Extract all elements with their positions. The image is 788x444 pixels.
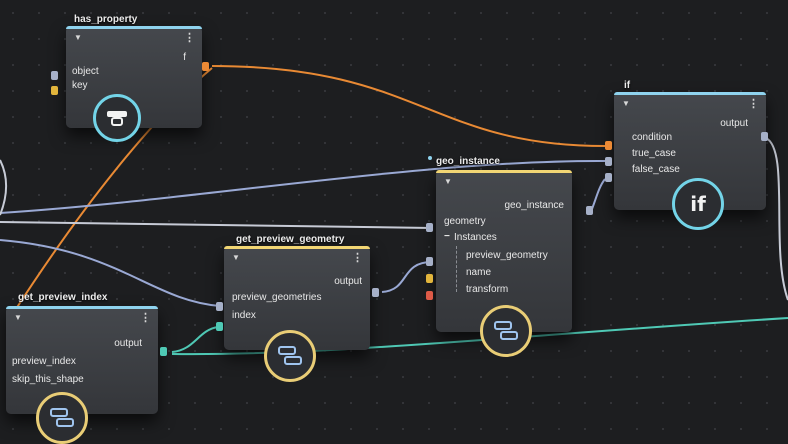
input-port-true-case[interactable] <box>605 157 612 166</box>
input-port-index[interactable] <box>216 322 223 331</box>
output-port-if-output[interactable] <box>761 132 768 141</box>
if-icon: if <box>690 192 706 216</box>
input-port-key[interactable] <box>51 86 58 95</box>
wire-found-to-condition[interactable] <box>211 65 606 147</box>
output-label-output: output <box>720 118 748 129</box>
input-port-preview-geometries[interactable] <box>216 302 223 311</box>
list-badge <box>264 330 316 382</box>
output-label-geo-instance: geo_instance <box>504 200 565 211</box>
node-title-get-preview-geometry: get_preview_geometry <box>236 234 345 245</box>
input-port-name[interactable] <box>426 274 433 283</box>
input-port-condition[interactable] <box>605 141 612 150</box>
collapse-triangle-icon[interactable]: ▼ <box>622 99 630 108</box>
input-label-key: key <box>72 80 88 91</box>
input-label-index: index <box>232 310 256 321</box>
node-menu-icon[interactable]: ⋮ <box>748 98 759 110</box>
wire-left-exit[interactable] <box>0 159 7 216</box>
node-header-stripe <box>614 92 766 95</box>
input-label-geometry: geometry <box>444 216 486 227</box>
wire-to-preview-geometries[interactable] <box>0 239 221 307</box>
wire-to-true-case[interactable] <box>0 159 606 214</box>
node-header-stripe <box>436 170 572 173</box>
collapse-triangle-icon[interactable]: ▼ <box>444 177 452 186</box>
group-toggle-minus-icon[interactable]: − <box>444 231 450 242</box>
output-label-found: f <box>183 52 186 63</box>
node-header-stripe <box>66 26 202 29</box>
input-label-skip-this-shape: skip_this_shape <box>12 374 84 385</box>
wire-teal-long[interactable] <box>171 317 788 356</box>
wire-to-geometry[interactable] <box>0 221 433 229</box>
node-title-has-property: has_property <box>74 14 138 25</box>
selection-dot <box>428 156 432 160</box>
input-port-object[interactable] <box>51 71 58 80</box>
input-label-preview-index: preview_index <box>12 356 76 367</box>
list-icon <box>278 346 302 365</box>
input-label-transform: transform <box>466 284 509 295</box>
key-lookup-icon <box>107 111 127 126</box>
input-label-preview-geometry: preview_geometry <box>466 250 548 261</box>
input-label-preview-geometries: preview_geometries <box>232 292 322 303</box>
node-get-preview-index[interactable]: ▼ ⋮ output preview_index skip_this_shape <box>6 306 158 414</box>
group-label-instances: Instances <box>454 232 497 243</box>
collapse-triangle-icon[interactable]: ▼ <box>232 253 240 262</box>
node-title-get-preview-index: get_preview_index <box>18 292 108 303</box>
output-label-output: output <box>334 276 362 287</box>
tree-guide-line <box>456 246 457 292</box>
node-header-stripe <box>6 306 158 309</box>
input-label-true-case: true_case <box>632 148 676 159</box>
list-icon <box>494 321 518 340</box>
collapse-triangle-icon[interactable]: ▼ <box>14 313 22 322</box>
input-port-false-case[interactable] <box>605 173 612 182</box>
list-badge <box>36 392 88 444</box>
input-label-false-case: false_case <box>632 164 680 175</box>
input-port-preview-geometry[interactable] <box>426 257 433 266</box>
input-label-object: object <box>72 66 99 77</box>
wire-output-to-preview-geometry[interactable] <box>381 261 433 293</box>
output-port-output[interactable] <box>160 347 167 356</box>
node-menu-icon[interactable]: ⋮ <box>352 252 363 264</box>
list-badge <box>480 305 532 357</box>
output-port-output[interactable] <box>372 288 379 297</box>
output-port-geo-instance[interactable] <box>586 206 593 215</box>
input-label-condition: condition <box>632 132 673 143</box>
wire-output-to-index[interactable] <box>171 326 219 353</box>
input-label-name: name <box>466 267 492 278</box>
node-title-geo-instance: geo_instance <box>436 156 500 167</box>
if-badge: if <box>672 178 724 230</box>
input-port-transform[interactable] <box>426 291 433 300</box>
node-menu-icon[interactable]: ⋮ <box>184 32 195 44</box>
collapse-triangle-icon[interactable]: ▼ <box>74 33 82 42</box>
output-label-output: output <box>114 338 142 349</box>
node-title-if: if <box>624 80 631 91</box>
wire-if-output-exit[interactable] <box>765 137 788 301</box>
node-menu-icon[interactable]: ⋮ <box>140 312 151 324</box>
key-lookup-badge <box>93 94 141 142</box>
list-icon <box>50 408 74 427</box>
node-header-stripe <box>224 246 370 249</box>
input-port-geometry[interactable] <box>426 223 433 232</box>
output-port-found[interactable] <box>202 62 209 71</box>
